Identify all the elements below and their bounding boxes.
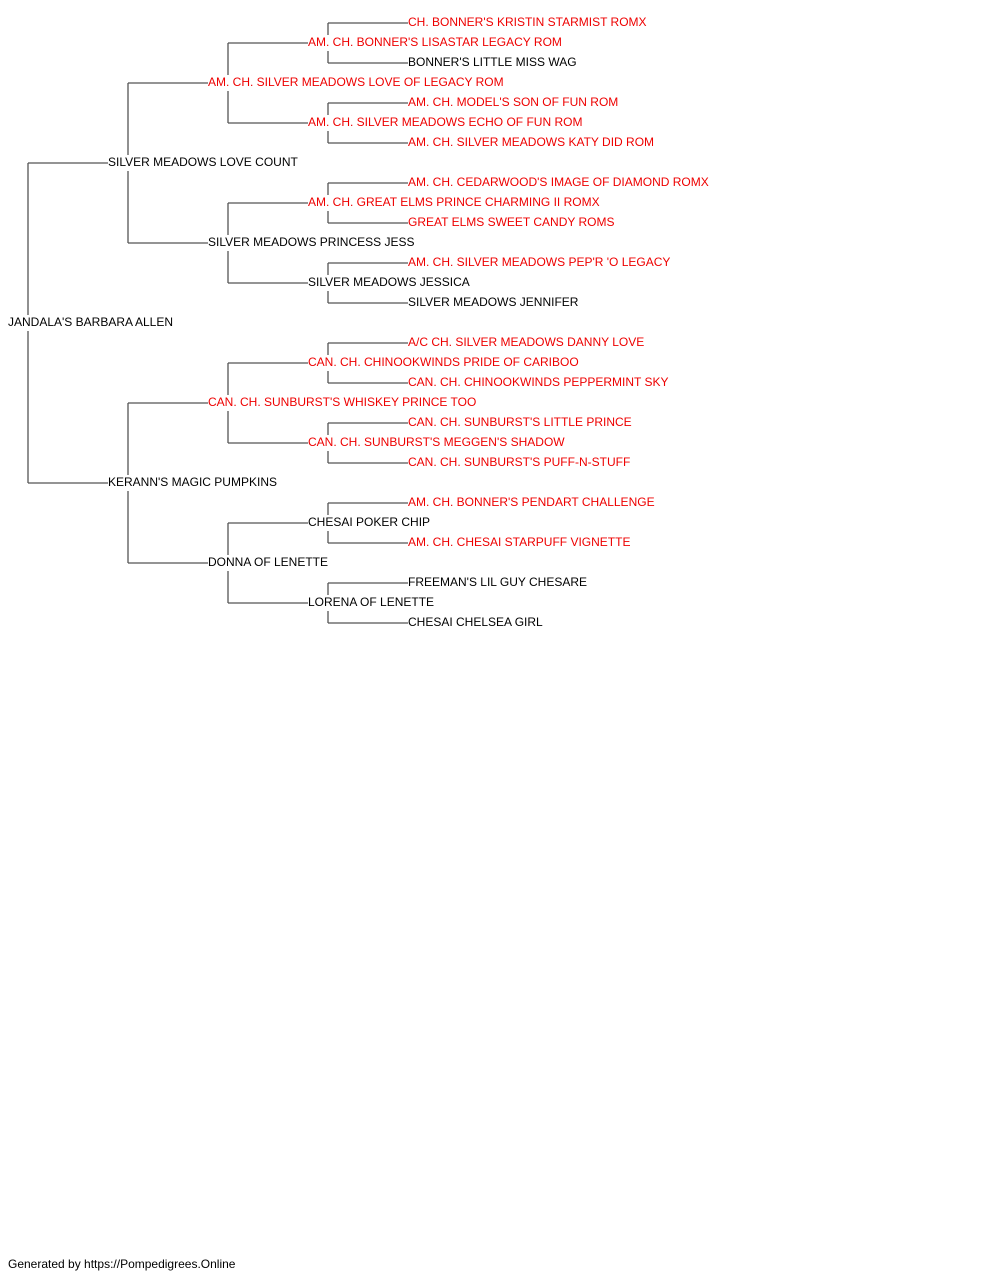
ancestor-name: KERANN'S MAGIC PUMPKINS	[108, 475, 277, 489]
ancestor-name: CAN. CH. SUNBURST'S WHISKEY PRINCE TOO	[208, 395, 476, 409]
ancestor-name: DONNA OF LENETTE	[208, 555, 328, 569]
ancestor-name: AM. CH. MODEL'S SON OF FUN ROM	[408, 95, 618, 109]
subject-dog-name: JANDALA'S BARBARA ALLEN	[8, 315, 173, 329]
ancestor-name: AM. CH. SILVER MEADOWS ECHO OF FUN ROM	[308, 115, 582, 129]
ancestor-name: A/C CH. SILVER MEADOWS DANNY LOVE	[408, 335, 644, 349]
ancestor-name: CAN. CH. CHINOOKWINDS PEPPERMINT SKY	[408, 375, 668, 389]
ancestor-name: CAN. CH. SUNBURST'S MEGGEN'S SHADOW	[308, 435, 565, 449]
ancestor-name: SILVER MEADOWS JENNIFER	[408, 295, 579, 309]
footer-credit: Generated by https://Pompedigrees.Online	[8, 1257, 236, 1271]
ancestor-name: AM. CH. CHESAI STARPUFF VIGNETTE	[408, 535, 630, 549]
ancestor-name: AM. CH. BONNER'S LISASTAR LEGACY ROM	[308, 35, 562, 49]
ancestor-name: CAN. CH. SUNBURST'S LITTLE PRINCE	[408, 415, 632, 429]
ancestor-name: AM. CH. SILVER MEADOWS PEP'R 'O LEGACY	[408, 255, 670, 269]
ancestor-name: AM. CH. CEDARWOOD'S IMAGE OF DIAMOND ROM…	[408, 175, 709, 189]
ancestor-name: AM. CH. BONNER'S PENDART CHALLENGE	[408, 495, 655, 509]
ancestor-name: AM. CH. SILVER MEADOWS LOVE OF LEGACY RO…	[208, 75, 504, 89]
ancestor-name: CHESAI POKER CHIP	[308, 515, 430, 529]
ancestor-name: GREAT ELMS SWEET CANDY ROMS	[408, 215, 614, 229]
ancestor-name: CH. BONNER'S KRISTIN STARMIST ROMX	[408, 15, 647, 29]
ancestor-name: BONNER'S LITTLE MISS WAG	[408, 55, 577, 69]
ancestor-name: SILVER MEADOWS JESSICA	[308, 275, 470, 289]
ancestor-name: AM. CH. GREAT ELMS PRINCE CHARMING II RO…	[308, 195, 600, 209]
ancestor-name: CHESAI CHELSEA GIRL	[408, 615, 543, 629]
ancestor-name: CAN. CH. CHINOOKWINDS PRIDE OF CARIBOO	[308, 355, 579, 369]
ancestor-name: CAN. CH. SUNBURST'S PUFF-N-STUFF	[408, 455, 630, 469]
ancestor-name: FREEMAN'S LIL GUY CHESARE	[408, 575, 587, 589]
ancestor-name: SILVER MEADOWS LOVE COUNT	[108, 155, 298, 169]
ancestor-name: SILVER MEADOWS PRINCESS JESS	[208, 235, 415, 249]
ancestor-name: LORENA OF LENETTE	[308, 595, 434, 609]
ancestor-name: AM. CH. SILVER MEADOWS KATY DID ROM	[408, 135, 654, 149]
